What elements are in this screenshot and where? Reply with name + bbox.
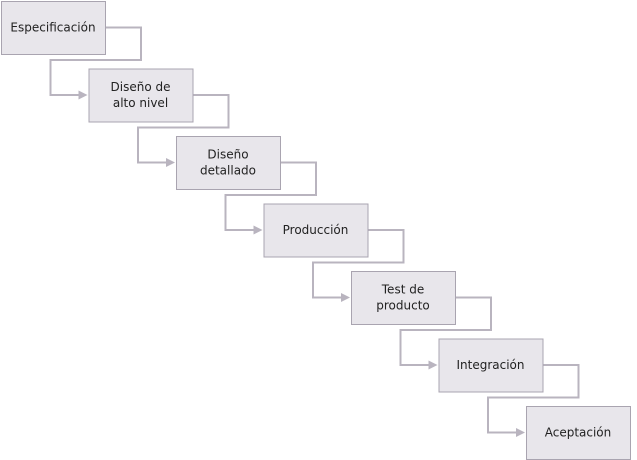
- connector-integracion-to-aceptacion: [487, 364, 580, 434]
- connector-especificacion-to-diseno-alto-nivel: [49, 26, 142, 96]
- arrow-head-icon: [516, 428, 525, 437]
- stage-label: Especificación: [10, 21, 95, 35]
- stage-label: Diseño de: [111, 80, 171, 94]
- stage-integracion: Integración: [438, 338, 544, 393]
- stage-label: Producción: [283, 223, 349, 237]
- stage-box: [176, 136, 281, 190]
- stage-box: [438, 338, 544, 393]
- connector-diseno-detallado-to-produccion: [224, 161, 317, 231]
- stage-test-producto: Test de producto: [351, 271, 456, 325]
- connectors-layer: [49, 26, 580, 437]
- stage-label: Aceptación: [545, 426, 612, 440]
- stage-box: [263, 203, 369, 258]
- stage-label: Integración: [456, 358, 524, 372]
- arrow-head-icon: [166, 158, 175, 167]
- stage-label: Test de: [381, 283, 424, 297]
- arrow-head-icon: [253, 225, 263, 235]
- stage-aceptacion: Aceptación: [526, 406, 631, 460]
- stage-produccion: Producción: [263, 203, 369, 258]
- arrow-head-icon: [428, 360, 438, 370]
- stage-especificacion: Especificación: [1, 1, 106, 55]
- stage-box: [351, 271, 456, 325]
- stage-label: Diseño: [207, 148, 248, 162]
- arrow-head-icon: [78, 90, 88, 100]
- stage-box: [526, 406, 631, 460]
- stage-diseno-detallado: Diseño detallado: [176, 136, 281, 190]
- stage-label: alto nivel: [113, 96, 168, 110]
- connector-diseno-alto-nivel-to-diseno-detallado: [137, 94, 230, 164]
- stage-box: [88, 68, 194, 123]
- stage-label: producto: [376, 299, 430, 313]
- arrow-head-icon: [341, 293, 350, 302]
- stage-label: detallado: [200, 164, 256, 178]
- stage-diseno-alto-nivel: Diseño de alto nivel: [88, 68, 194, 123]
- connector-produccion-to-test-producto: [312, 229, 405, 299]
- stage-box: [1, 1, 106, 55]
- connector-test-producto-to-integracion: [399, 296, 492, 366]
